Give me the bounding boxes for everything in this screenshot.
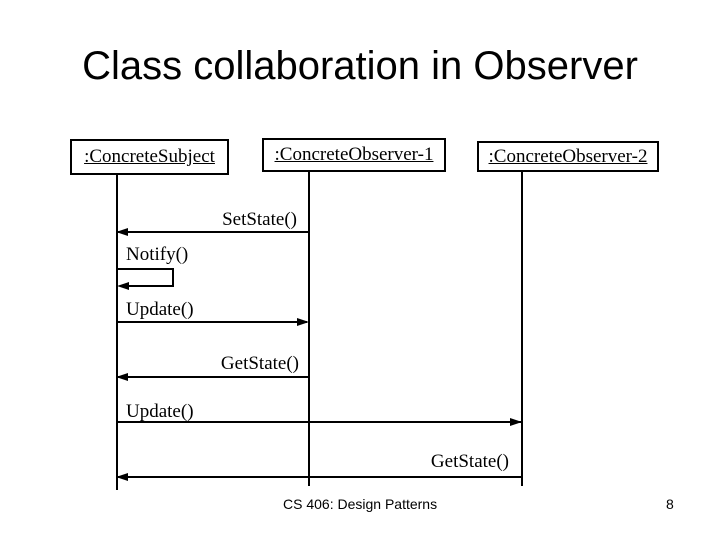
message-label-getstate: GetState()	[430, 451, 509, 472]
self-call-bottom-line	[124, 285, 174, 287]
arrowhead-right-icon	[510, 418, 522, 426]
message-line	[117, 376, 308, 378]
message-line	[117, 321, 307, 323]
arrowhead-left-icon	[116, 228, 128, 236]
self-call-right-line	[172, 268, 174, 287]
message-label-getstate: GetState()	[220, 353, 299, 374]
self-call-top-line	[117, 268, 174, 270]
footer-page-number: 8	[666, 496, 674, 512]
object-label: :ConcreteObserver-2	[488, 145, 648, 167]
object-box-concrete-subject: :ConcreteSubject	[70, 139, 229, 175]
footer-course-text: CS 406: Design Patterns	[283, 496, 438, 512]
object-label: :ConcreteSubject	[84, 146, 215, 167]
object-box-concrete-observer-1: :ConcreteObserver-1	[262, 138, 446, 172]
message-label-notify: Notify()	[126, 244, 189, 265]
arrowhead-left-icon	[116, 473, 128, 481]
message-label-setstate: SetState()	[222, 209, 297, 230]
lifeline-concrete-observer-2	[521, 171, 523, 486]
object-box-concrete-observer-2: :ConcreteObserver-2	[477, 141, 659, 172]
message-line	[117, 231, 309, 233]
message-label-update: Update()	[126, 299, 194, 320]
object-label: :ConcreteObserver-1	[274, 144, 434, 165]
lifeline-concrete-observer-1	[308, 171, 310, 486]
message-line	[117, 421, 521, 423]
slide-title: Class collaboration in Observer	[82, 44, 638, 88]
message-label-update: Update()	[126, 401, 194, 422]
arrowhead-left-icon	[116, 373, 128, 381]
arrowhead-right-icon	[297, 318, 309, 326]
message-line	[117, 476, 521, 478]
arrowhead-left-icon	[117, 282, 129, 290]
lifeline-concrete-subject	[116, 174, 118, 490]
